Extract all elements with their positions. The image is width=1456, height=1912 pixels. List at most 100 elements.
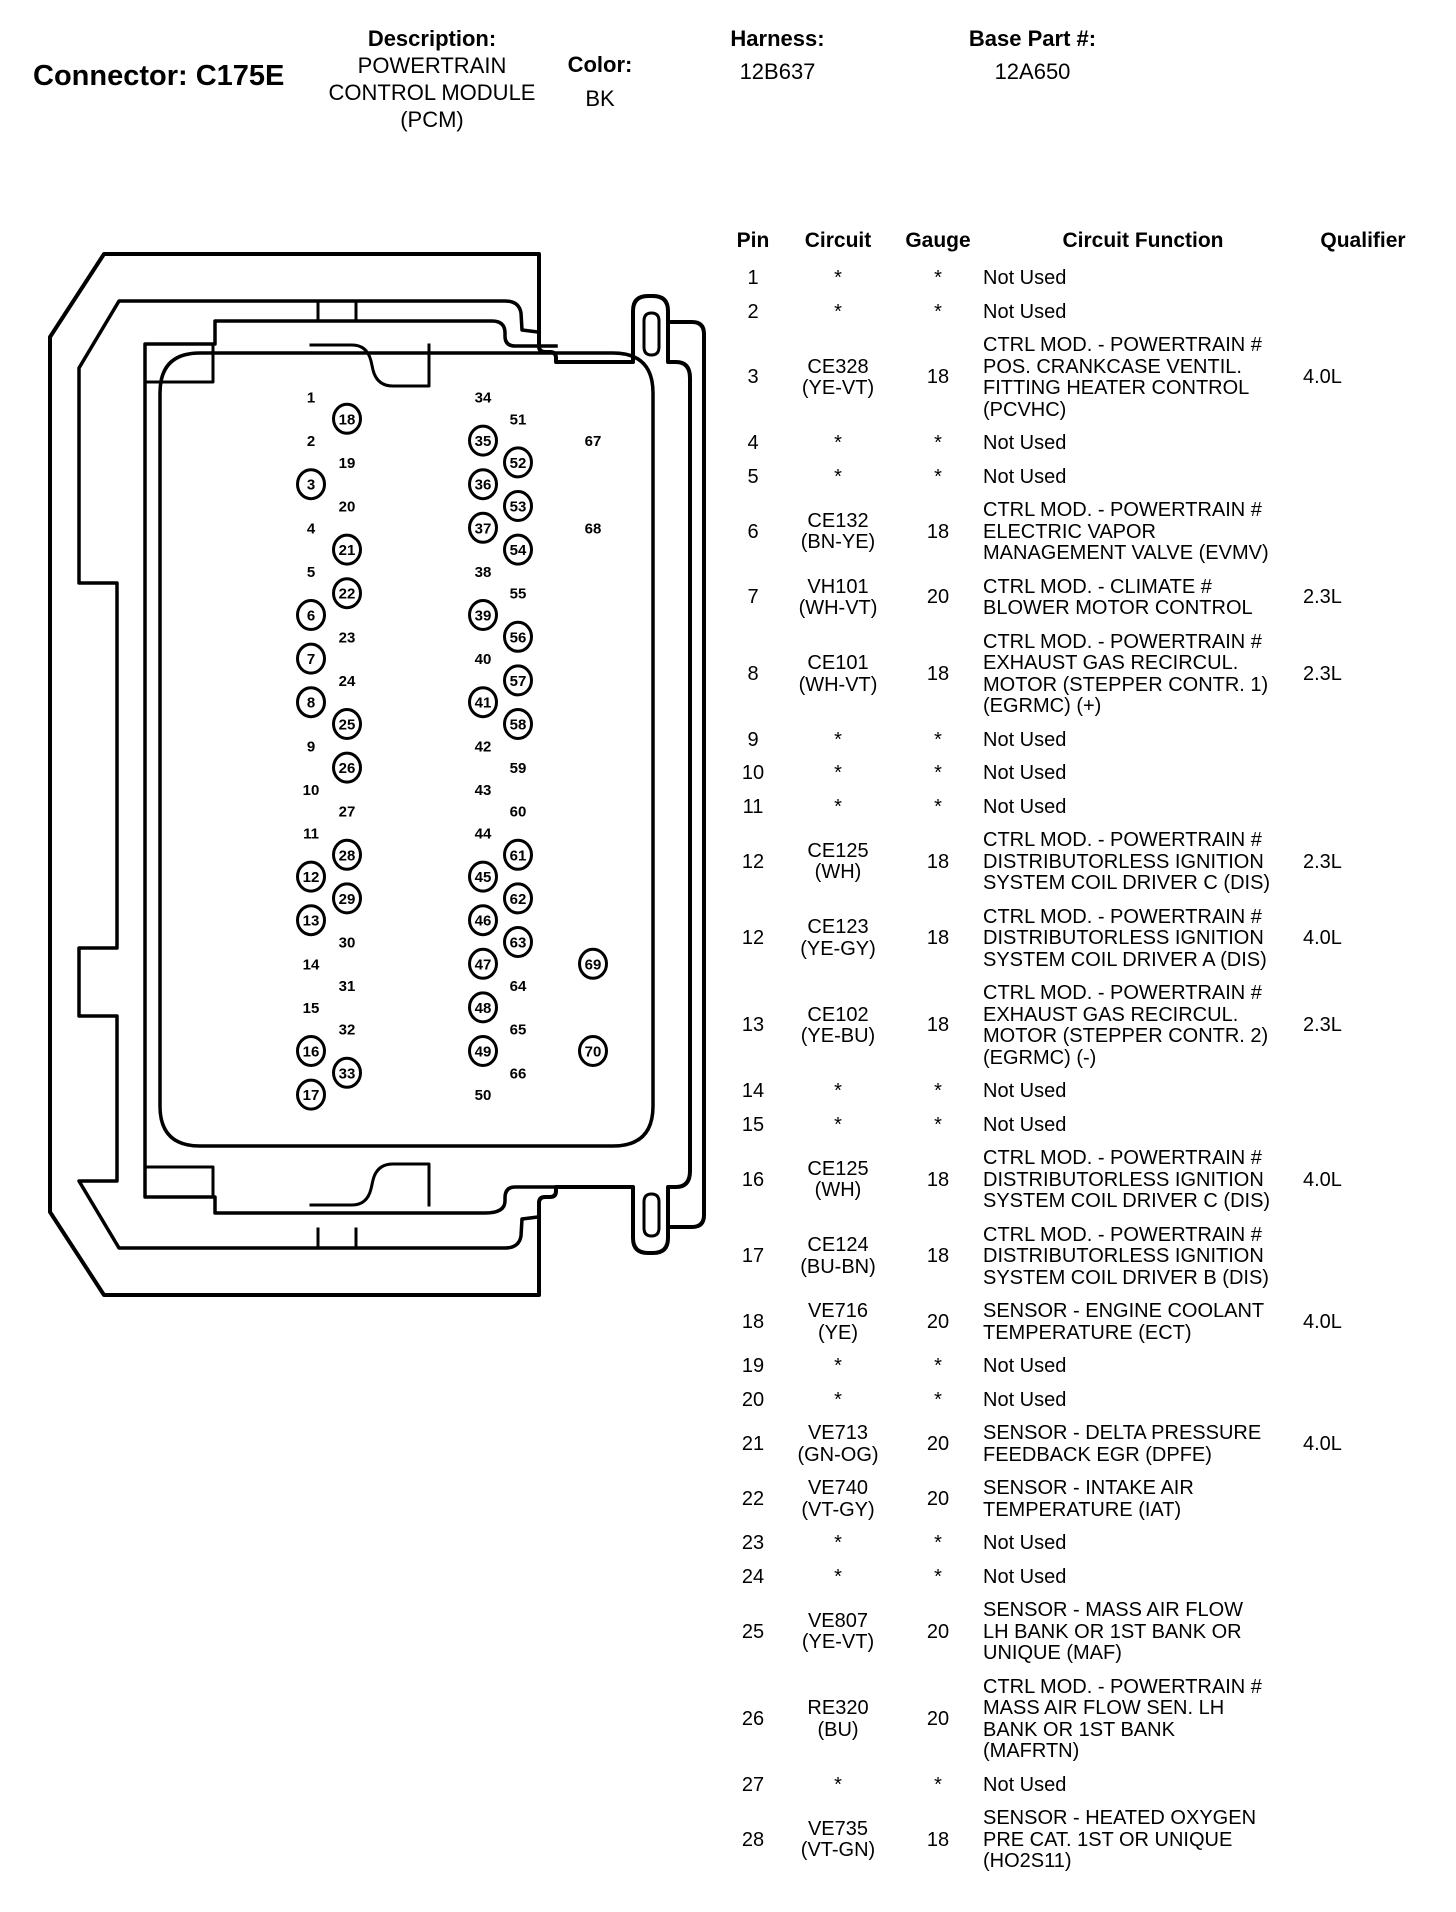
cell-circuit-function: Not Used bbox=[983, 300, 1067, 323]
cell-qualifier bbox=[1303, 1594, 1423, 1671]
pin-label-52: 52 bbox=[510, 455, 527, 472]
column-header: Gauge bbox=[905, 229, 971, 252]
cell-qualifier bbox=[1303, 1561, 1423, 1595]
pin-label-38: 38 bbox=[475, 564, 492, 581]
table-row: 2**Not Used bbox=[723, 296, 1423, 330]
cell-gauge: * bbox=[934, 728, 942, 751]
cell-pin: 10 bbox=[741, 762, 765, 784]
pin-circle-35 bbox=[468, 424, 498, 457]
column-header: Circuit bbox=[804, 229, 872, 252]
cell-pin: 3 bbox=[747, 366, 759, 389]
pin-circle-48 bbox=[468, 991, 498, 1024]
pin-label-43: 43 bbox=[475, 782, 492, 799]
cell-gauge: * bbox=[934, 1773, 942, 1796]
cell-circuit: * bbox=[834, 795, 842, 818]
pin-label-39: 39 bbox=[475, 608, 492, 625]
pin-label-27: 27 bbox=[339, 804, 356, 821]
pin-circle-25 bbox=[332, 708, 362, 740]
cell-circuit: * bbox=[834, 1113, 842, 1136]
pin-circle-16 bbox=[296, 1035, 326, 1067]
cell-pin: 19 bbox=[741, 1355, 765, 1377]
latch-box-top bbox=[143, 344, 215, 384]
column-header: Circuit Function bbox=[1062, 229, 1224, 252]
pin-label-67: 67 bbox=[585, 433, 602, 450]
cell-gauge: * bbox=[934, 300, 942, 323]
pin-label-16: 16 bbox=[303, 1044, 320, 1061]
pin-label-6: 6 bbox=[307, 608, 315, 625]
cell-qualifier bbox=[1303, 296, 1423, 330]
pin-circle-8 bbox=[296, 686, 326, 719]
cell-circuit-function: CTRL MOD. - POWERTRAIN #DISTRIBUTORLESS … bbox=[983, 1223, 1269, 1289]
pin-circle-47 bbox=[468, 947, 498, 980]
cell-circuit: CE102(YE-BU) bbox=[800, 1003, 876, 1047]
cell-circuit: CE125(WH) bbox=[807, 1157, 869, 1202]
cell-circuit: CE125(WH) bbox=[807, 839, 869, 884]
cell-circuit-function: CTRL MOD. - POWERTRAIN #EXHAUST GAS RECI… bbox=[983, 982, 1269, 1069]
pin-label-59: 59 bbox=[510, 760, 527, 777]
cell-gauge: 18 bbox=[926, 850, 950, 873]
pins-layer: 1182193204215226237248259261027112812291… bbox=[296, 390, 608, 1111]
cell-circuit: VE716(YE) bbox=[807, 1300, 869, 1344]
cell-qualifier bbox=[1303, 1527, 1423, 1561]
pin-circle-39 bbox=[468, 599, 498, 631]
pin-circle-70 bbox=[578, 1035, 608, 1067]
table-row: 15**Not Used bbox=[723, 1109, 1423, 1143]
pin-label-12: 12 bbox=[303, 869, 320, 886]
pin-label-41: 41 bbox=[475, 695, 492, 712]
cell-qualifier bbox=[1303, 262, 1423, 296]
cell-circuit: VH101(WH-VT) bbox=[798, 575, 878, 619]
connector-right-wall bbox=[669, 320, 706, 1229]
cell-circuit-function: Not Used bbox=[983, 795, 1067, 818]
cell-circuit: * bbox=[834, 1388, 842, 1411]
cell-circuit: CE123(YE-GY) bbox=[800, 916, 876, 960]
pin-circle-56 bbox=[503, 620, 533, 653]
cell-gauge: 18 bbox=[926, 1245, 950, 1267]
pin-label-53: 53 bbox=[510, 499, 527, 516]
connector-third-wall bbox=[143, 319, 558, 1215]
cell-pin: 9 bbox=[747, 728, 759, 751]
cell-gauge: 18 bbox=[926, 520, 950, 543]
bolt-slot-top bbox=[642, 311, 661, 357]
cell-qualifier bbox=[1303, 427, 1423, 461]
pin-circle-28 bbox=[332, 838, 362, 871]
pin-label-65: 65 bbox=[510, 1022, 527, 1039]
cell-circuit: * bbox=[834, 1355, 842, 1377]
cell-circuit-function: Not Used bbox=[983, 1532, 1067, 1554]
pin-label-31: 31 bbox=[339, 978, 356, 995]
cell-circuit-function: Not Used bbox=[983, 1565, 1067, 1588]
pin-label-61: 61 bbox=[510, 847, 527, 864]
cell-circuit: VE713(GN-OG) bbox=[797, 1422, 879, 1466]
pin-label-49: 49 bbox=[475, 1044, 492, 1061]
pin-circle-12 bbox=[296, 860, 326, 893]
cell-circuit-function: Not Used bbox=[983, 432, 1067, 454]
pin-circle-54 bbox=[503, 533, 533, 566]
pin-circle-33 bbox=[332, 1056, 362, 1089]
cell-pin: 25 bbox=[741, 1620, 765, 1643]
cell-gauge: * bbox=[934, 795, 942, 818]
table-row: 1**Not Used bbox=[723, 262, 1423, 296]
cell-pin: 22 bbox=[741, 1487, 765, 1510]
cell-circuit: CE132(BN-YE) bbox=[800, 509, 876, 554]
pin-label-26: 26 bbox=[339, 760, 356, 777]
table-row: 20**Not Used bbox=[723, 1384, 1423, 1418]
cell-qualifier: 4.0L bbox=[1303, 366, 1342, 389]
cell-gauge: 20 bbox=[926, 1432, 950, 1455]
cell-circuit: * bbox=[834, 1773, 842, 1796]
cell-qualifier: 4.0L bbox=[1303, 1168, 1342, 1191]
cell-qualifier bbox=[1303, 1384, 1423, 1418]
pin-label-35: 35 bbox=[475, 433, 492, 450]
pin-label-29: 29 bbox=[339, 891, 356, 908]
table-row: 11**Not Used bbox=[723, 791, 1423, 825]
cell-gauge: 20 bbox=[926, 586, 950, 609]
pin-label-22: 22 bbox=[339, 586, 356, 603]
description-line-3: (PCM) bbox=[400, 107, 464, 132]
cell-circuit-function: CTRL MOD. - POWERTRAIN #POS. CRANKCASE V… bbox=[983, 334, 1262, 421]
cell-pin: 4 bbox=[747, 432, 759, 454]
pin-label-9: 9 bbox=[307, 738, 315, 755]
pin-circle-26 bbox=[332, 751, 362, 784]
pin-circle-6 bbox=[296, 599, 326, 631]
